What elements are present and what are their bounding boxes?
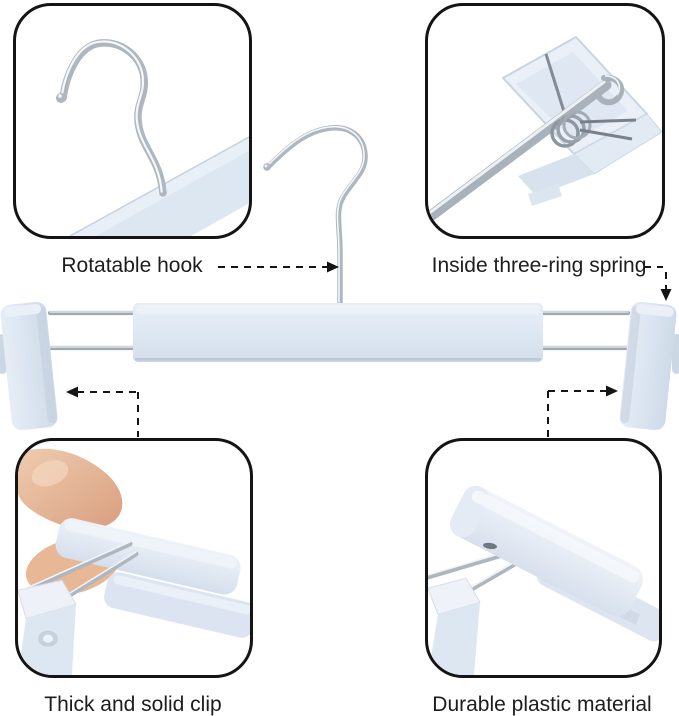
callout-box-clip xyxy=(15,438,253,678)
hanger-bar xyxy=(133,303,543,362)
thumb-shape xyxy=(18,448,123,530)
right-clip xyxy=(619,301,679,431)
label-plastic-material: Durable plastic material xyxy=(432,693,652,716)
clip-rods xyxy=(47,310,631,351)
material-detail-photo xyxy=(428,485,659,675)
arrowhead-right2-icon xyxy=(606,385,618,397)
hook-detail-photo xyxy=(56,39,249,236)
arrowhead-left-icon xyxy=(66,386,78,398)
hanger-hook-icon xyxy=(263,125,368,306)
callout-box-material xyxy=(425,438,662,678)
label-three-ring-spring: Inside three-ring spring xyxy=(431,254,647,277)
arrowhead-right-icon xyxy=(327,261,339,273)
arrowhead-down-icon xyxy=(660,289,672,301)
left-clip xyxy=(0,301,58,431)
callout-box-rotatable-hook xyxy=(13,3,252,239)
clip-grip-photo xyxy=(18,448,250,675)
callout-box-spring xyxy=(425,3,665,239)
label-rotatable-hook: Rotatable hook xyxy=(61,254,203,277)
spring-detail-photo xyxy=(428,36,662,225)
label-solid-clip: Thick and solid clip xyxy=(44,693,222,716)
